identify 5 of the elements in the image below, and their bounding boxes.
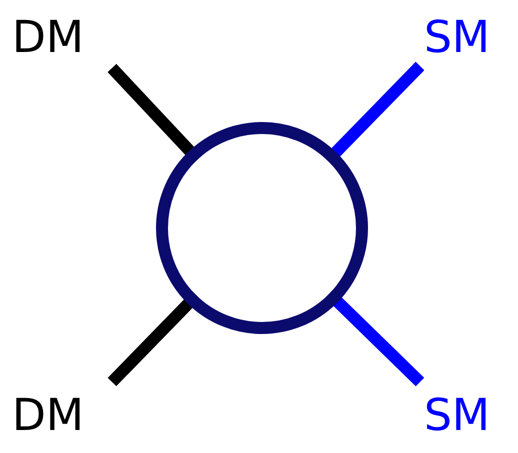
particle-label: DM <box>12 14 106 62</box>
particle-label: SM <box>424 392 518 440</box>
particle-label: SM <box>424 14 518 62</box>
loop-circle <box>156 122 368 334</box>
particle-label: DM <box>12 392 106 440</box>
